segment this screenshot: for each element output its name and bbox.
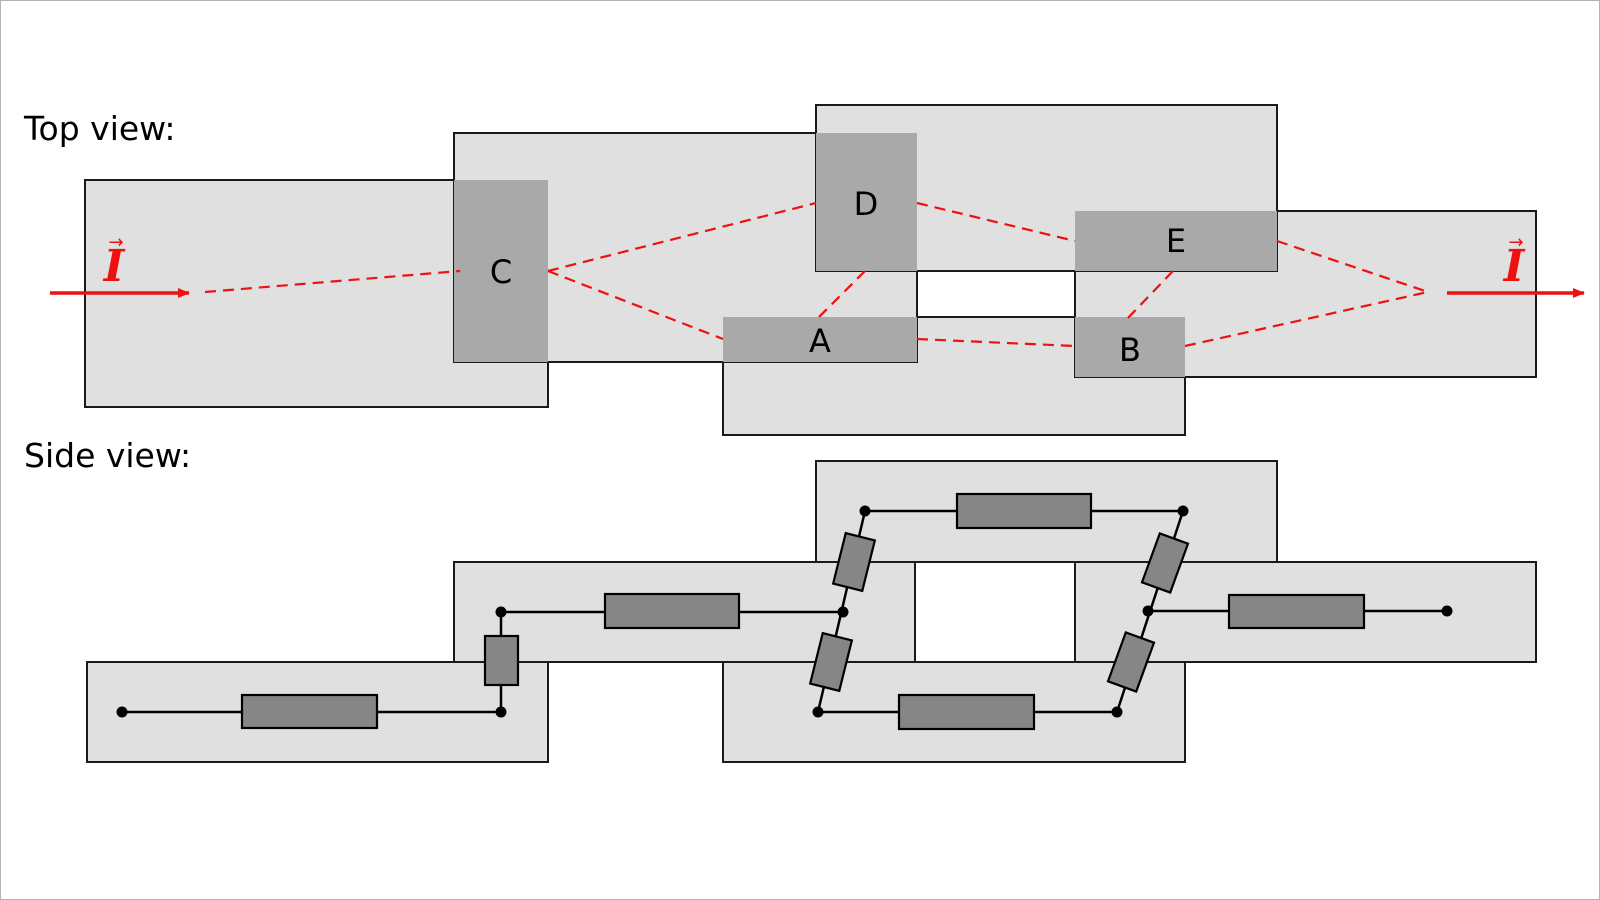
top-view-overlap-regions xyxy=(454,133,1277,377)
overlap-region-a xyxy=(723,317,917,362)
region-label-e: E xyxy=(1166,222,1186,260)
resistor-vertical-left xyxy=(483,634,520,687)
resistor-middle-right xyxy=(1227,593,1366,630)
region-label-a: A xyxy=(809,322,831,360)
current-out-symbol: I xyxy=(1502,241,1526,292)
terminal-node-right xyxy=(1441,605,1453,617)
circuit-node xyxy=(837,606,849,618)
path-e-to-b xyxy=(1126,270,1174,320)
resistor-bottom-right xyxy=(897,693,1036,731)
top-view-plates xyxy=(84,104,1537,436)
equivalent-circuit xyxy=(116,492,1453,731)
resistor-diagonal-left-upper xyxy=(831,531,877,593)
current-out-vector-mark: → xyxy=(1508,232,1523,253)
region-labels: C D E A B xyxy=(490,185,1186,369)
circuit-node xyxy=(495,606,507,618)
overlap-region-c xyxy=(454,180,548,362)
current-in-vector-mark: → xyxy=(108,232,123,253)
current-in-symbol: I xyxy=(102,241,126,292)
region-label-c: C xyxy=(490,253,512,291)
current-in: I → xyxy=(50,232,190,298)
path-entry-to-c xyxy=(204,269,461,294)
path-b-to-exit xyxy=(1184,290,1429,348)
overlap-region-b xyxy=(1075,317,1185,377)
resistor-diagonal-left-lower xyxy=(808,631,854,693)
current-out: I → xyxy=(1447,232,1585,298)
path-e-to-exit xyxy=(1276,239,1429,294)
circuit-node xyxy=(1177,505,1189,517)
top-view-heading: Top view: xyxy=(23,109,175,148)
current-paths xyxy=(204,201,1429,348)
circuit-node xyxy=(495,706,507,718)
resistor-top xyxy=(955,492,1093,530)
resistor-diagonal-right-lower xyxy=(1106,631,1156,693)
region-label-b: B xyxy=(1119,331,1141,369)
path-d-to-e xyxy=(916,201,1076,243)
overlap-region-d xyxy=(816,133,917,271)
path-c-to-a xyxy=(547,269,724,341)
circuit-node xyxy=(1111,706,1123,718)
circuit-node xyxy=(812,706,824,718)
side-view-heading: Side view: xyxy=(24,436,191,475)
overlap-region-e xyxy=(1075,211,1277,271)
resistor-diagonal-right-upper xyxy=(1140,532,1190,594)
resistor-bottom-left xyxy=(240,693,379,730)
region-label-d: D xyxy=(854,185,879,223)
path-c-to-d xyxy=(547,201,817,273)
path-a-to-b xyxy=(916,337,1076,348)
path-d-to-a xyxy=(816,270,866,320)
terminal-node-left xyxy=(116,706,128,718)
circuit-node xyxy=(1142,605,1154,617)
circuit-node xyxy=(859,505,871,517)
resistor-middle-left xyxy=(603,592,741,630)
